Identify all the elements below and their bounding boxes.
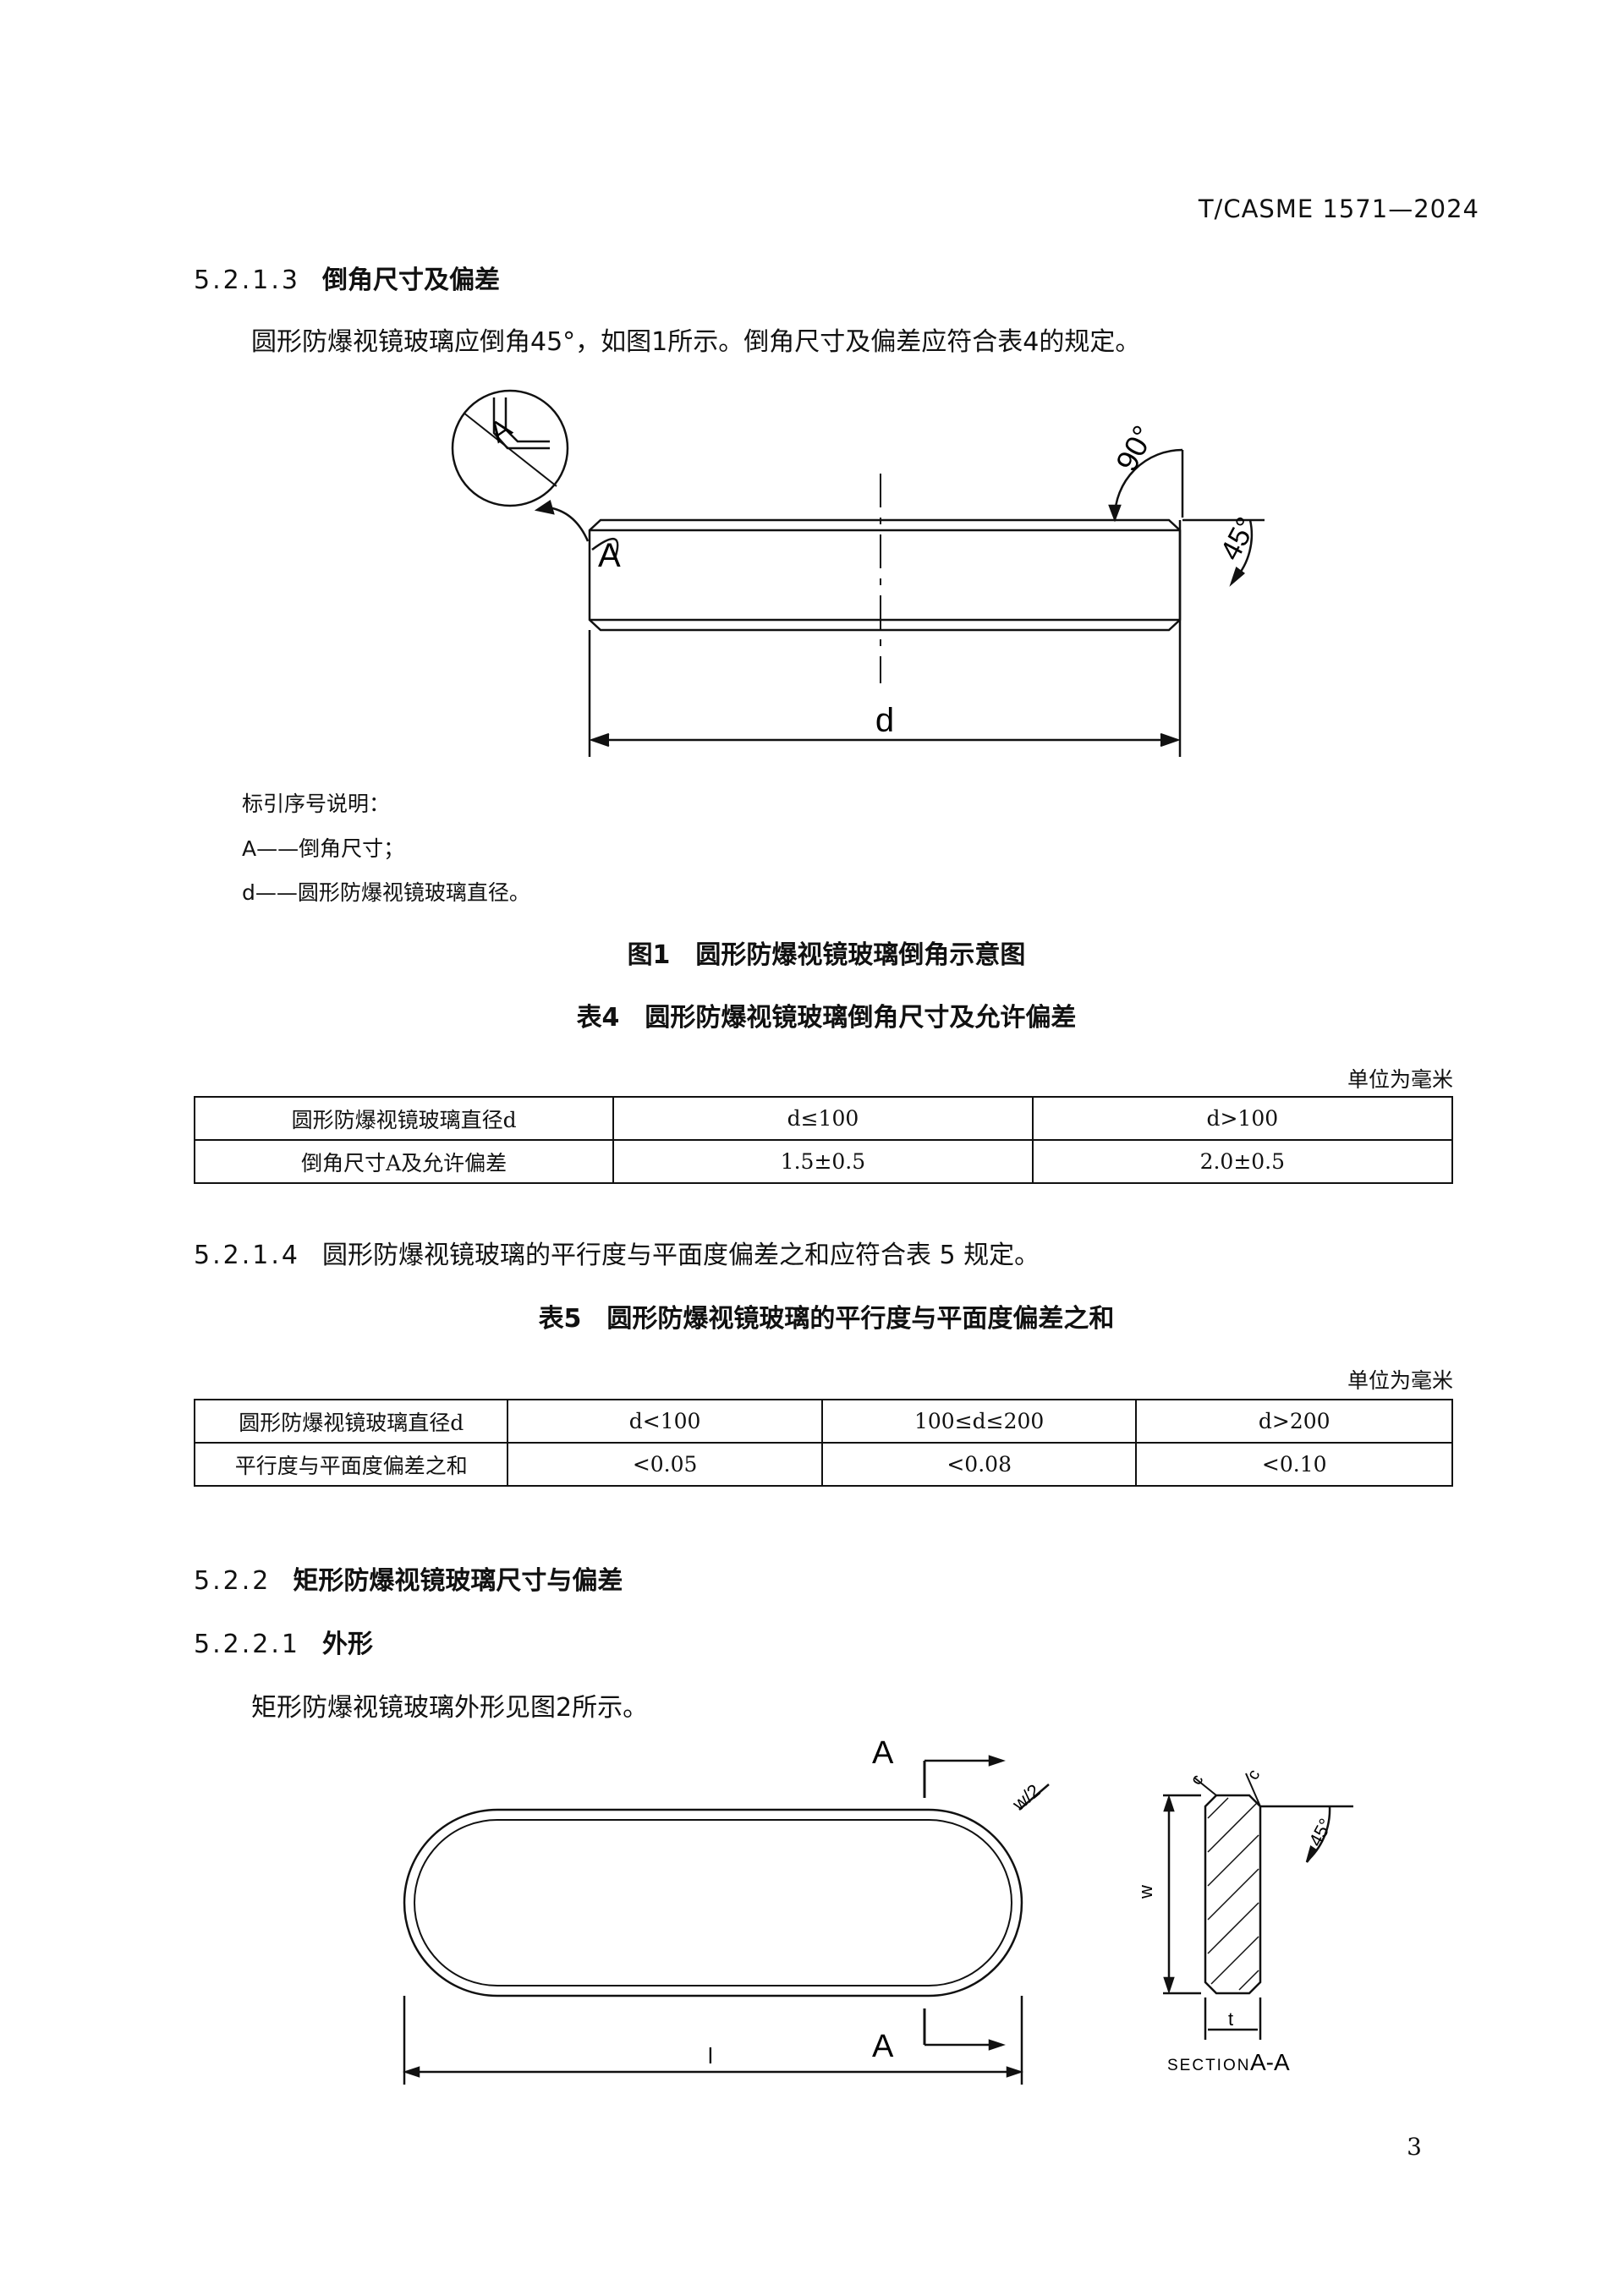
table-cell: <0.08 — [820, 1442, 1138, 1487]
page-number: 3 — [1407, 2133, 1422, 2161]
figure-2-label-c-left: c — [1187, 1772, 1207, 1789]
section-5-2-1-3-paragraph: 圆形防爆视镜玻璃应倒角45°，如图1所示。倒角尺寸及偏差应符合表4的规定。 — [251, 327, 1141, 357]
section-title: 外形 — [321, 1630, 373, 1659]
table-cell: d>200 — [1135, 1399, 1453, 1444]
table-4: 圆形防爆视镜玻璃直径d d≤100 d>100 倒角尺寸A及允许偏差 1.5±0… — [193, 1096, 1454, 1184]
document-code: T/CASME 1571—2024 — [1198, 195, 1479, 223]
section-number: 5.2.1.3 — [194, 266, 300, 295]
section-number: 5.2.1.4 — [194, 1241, 300, 1270]
table-row: 圆形防爆视镜玻璃直径d d<100 100≤d≤200 d>200 — [193, 1399, 1453, 1444]
table-4-caption: 表4 圆形防爆视镜玻璃倒角尺寸及允许偏差 — [576, 1003, 1077, 1033]
figure-1-caption: 图1 圆形防爆视镜玻璃倒角示意图 — [627, 940, 1026, 970]
figure-1-label-90: 90° — [1109, 419, 1161, 476]
section-text: 圆形防爆视镜玻璃的平行度与平面度偏差之和应符合表 5 规定。 — [321, 1241, 1040, 1270]
section-5-2-1-3-heading: 5.2.1.3 倒角尺寸及偏差 — [194, 259, 500, 296]
figure-2-label-l: l — [708, 2043, 713, 2069]
figure-2-label-45: 45° — [1304, 1815, 1336, 1849]
table-cell: <0.05 — [507, 1442, 823, 1487]
figure-1-label-d: d — [875, 702, 894, 739]
table-row: 圆形防爆视镜玻璃直径d d≤100 d>100 — [193, 1096, 1454, 1141]
figure-2-label-A-bottom: A — [872, 2029, 894, 2064]
figure-1-legend-item: A——倒角尺寸； — [242, 836, 405, 861]
table-cell: 2.0±0.5 — [1031, 1139, 1454, 1184]
table-cell: 倒角尺寸A及允许偏差 — [193, 1139, 615, 1184]
table-cell: d≤100 — [612, 1096, 1034, 1141]
section-title: 矩形防爆视镜玻璃尺寸与偏差 — [293, 1566, 623, 1596]
table-5: 圆形防爆视镜玻璃直径d d<100 100≤d≤200 d>200 平行度与平面… — [193, 1399, 1453, 1487]
figure-2-label-A-top: A — [872, 1735, 894, 1771]
table-4-unit: 单位为毫米 — [1347, 1067, 1453, 1092]
figure-1-drawing: A A d 90° 45° — [451, 389, 1265, 757]
table-cell: 平行度与平面度偏差之和 — [193, 1442, 509, 1487]
figure-1-legend-title: 标引序号说明： — [242, 792, 391, 816]
figure-2-label-c-right: c — [1243, 1767, 1264, 1784]
section-5-2-1-4: 5.2.1.4 圆形防爆视镜玻璃的平行度与平面度偏差之和应符合表 5 规定。 — [194, 1234, 1040, 1271]
section-number: 5.2.2 — [194, 1566, 272, 1596]
section-5-2-2-1-heading: 5.2.2.1 外形 — [194, 1623, 373, 1660]
table-cell: 100≤d≤200 — [820, 1399, 1138, 1444]
table-row: 倒角尺寸A及允许偏差 1.5±0.5 2.0±0.5 — [193, 1139, 1454, 1184]
figure-2-drawing: A A l w/2 w t c c 45° SECTION A-A — [403, 1735, 1353, 2085]
figure-2-label-w: w — [1135, 1885, 1156, 1899]
figure-1-label-A: A — [598, 537, 621, 574]
section-5-2-2-1-paragraph: 矩形防爆视镜玻璃外形见图2所示。 — [251, 1693, 649, 1723]
section-number: 5.2.2.1 — [194, 1630, 300, 1659]
table-cell: <0.10 — [1135, 1442, 1453, 1487]
table-cell: 圆形防爆视镜玻璃直径d — [193, 1399, 509, 1444]
table-cell: 圆形防爆视镜玻璃直径d — [193, 1096, 615, 1141]
figure-2-section-id: A-A — [1250, 2049, 1290, 2075]
figure-2-section-label: SECTION — [1167, 2057, 1250, 2074]
section-5-2-2-heading: 5.2.2 矩形防爆视镜玻璃尺寸与偏差 — [194, 1559, 623, 1597]
table-row: 平行度与平面度偏差之和 <0.05 <0.08 <0.10 — [193, 1442, 1453, 1487]
figure-1-label-A-detail: A — [484, 412, 518, 449]
section-title: 倒角尺寸及偏差 — [321, 266, 500, 295]
figure-1-legend-item: d——圆形防爆视镜玻璃直径。 — [242, 880, 530, 905]
figure-2-label-w-half: w/2 — [1007, 1780, 1044, 1816]
table-cell: d<100 — [507, 1399, 823, 1444]
table-5-unit: 单位为毫米 — [1347, 1368, 1453, 1393]
table-cell: d>100 — [1031, 1096, 1454, 1141]
table-cell: 1.5±0.5 — [612, 1139, 1034, 1184]
table-5-caption: 表5 圆形防爆视镜玻璃的平行度与平面度偏差之和 — [538, 1304, 1115, 1334]
figure-2-label-t: t — [1228, 2008, 1233, 2030]
